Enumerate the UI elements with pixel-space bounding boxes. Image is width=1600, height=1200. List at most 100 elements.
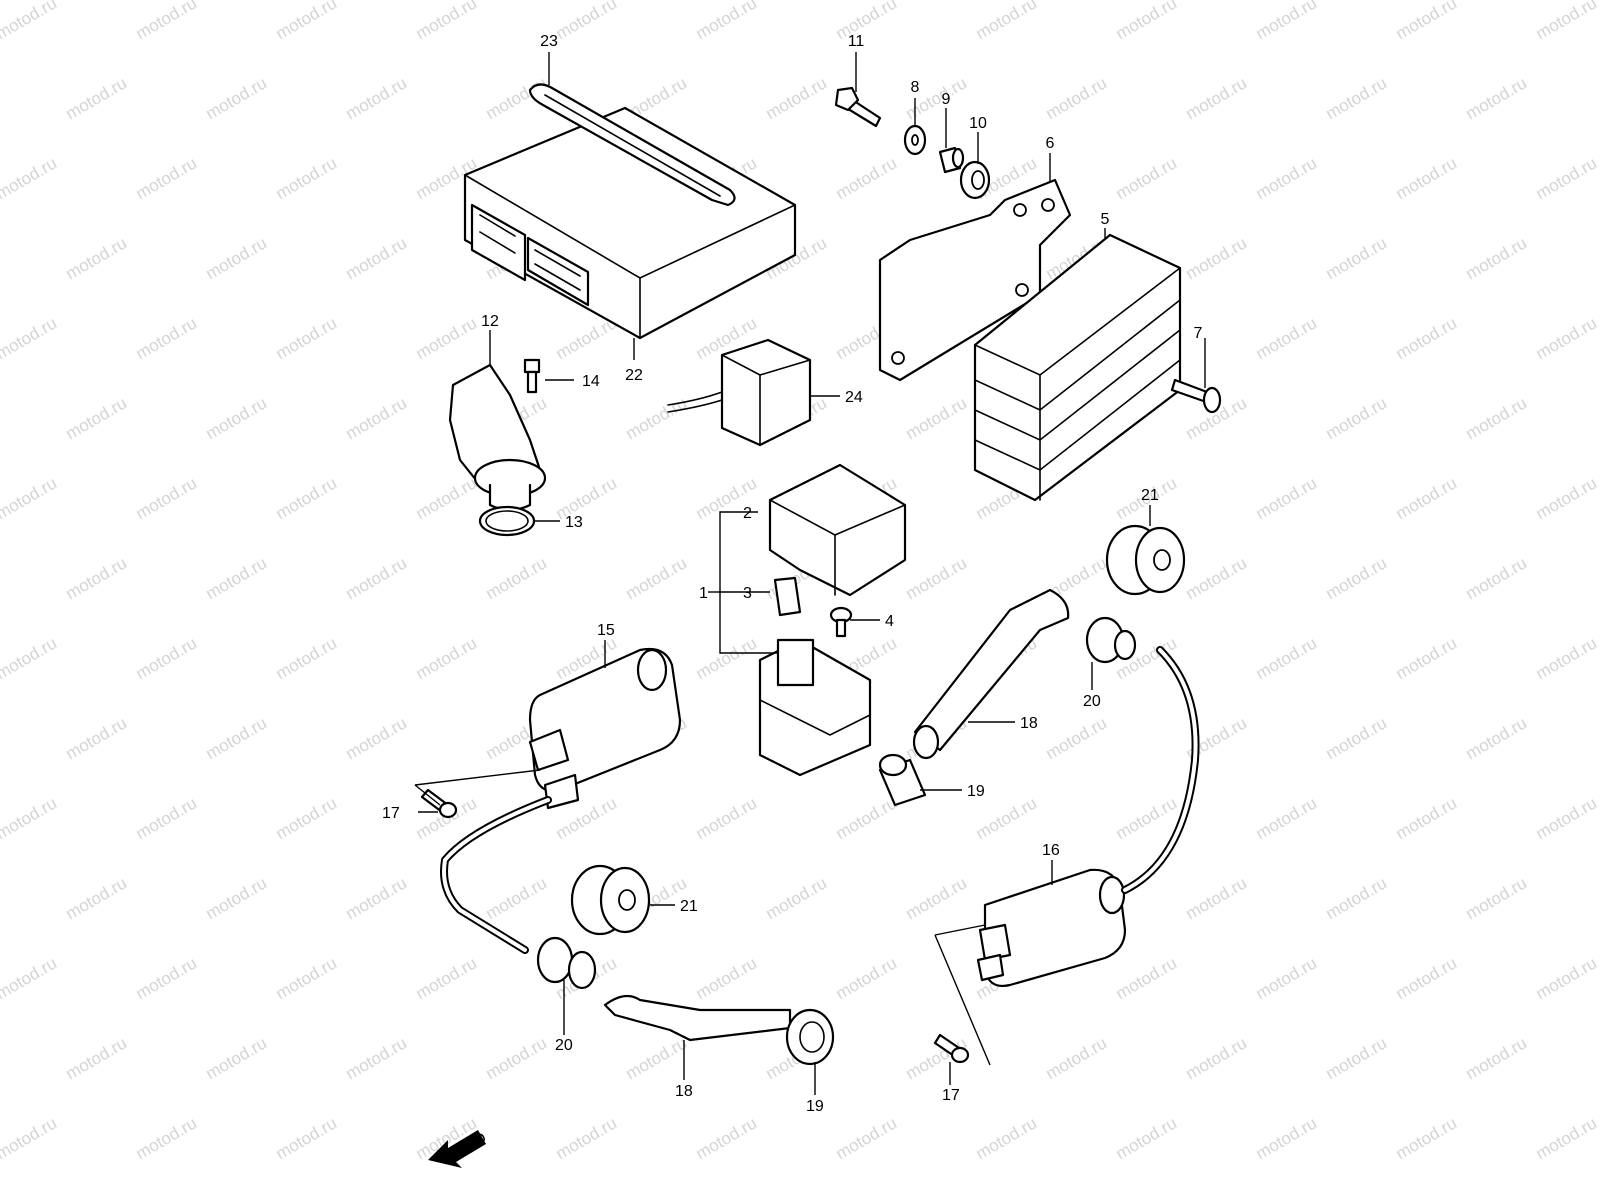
- watermark-text: motod.ru: [833, 153, 901, 203]
- watermark-text: motod.ru: [133, 793, 201, 843]
- ecu-strap: [528, 83, 736, 207]
- watermark-text: motod.ru: [623, 393, 691, 443]
- watermark-text: motod.ru: [1463, 1033, 1531, 1083]
- ignition-coil-front: [528, 647, 682, 810]
- callout-23: 23: [540, 33, 558, 50]
- watermark-text: motod.ru: [1393, 793, 1461, 843]
- bolt-11: [834, 86, 882, 128]
- watermark-text: motod.ru: [1533, 153, 1600, 203]
- watermark-text: motod.ru: [1323, 873, 1391, 923]
- grommet-21-upper: [1105, 524, 1186, 596]
- watermark-text: motod.ru: [133, 953, 201, 1003]
- watermark-text: motod.ru: [973, 1113, 1041, 1163]
- watermark-text: motod.ru: [343, 873, 411, 923]
- watermark-text: motod.ru: [1533, 0, 1600, 43]
- watermark-text: motod.ru: [203, 233, 271, 283]
- watermark-text: motod.ru: [1043, 713, 1111, 763]
- bracket: [878, 178, 1072, 382]
- o-ring: [478, 505, 536, 537]
- callout-11: 11: [848, 33, 865, 50]
- watermark-text: motod.ru: [343, 1033, 411, 1083]
- bolt-17-right-guide: [934, 924, 991, 1066]
- watermark-text: motod.ru: [1253, 1113, 1321, 1163]
- watermark-text: motod.ru: [273, 473, 341, 523]
- cushion-10: [959, 160, 991, 200]
- lead-core-rear: [1123, 648, 1198, 892]
- watermark-text: motod.ru: [903, 393, 971, 443]
- watermark-text: motod.ru: [203, 73, 271, 123]
- callout-15: 15: [597, 622, 615, 639]
- watermark-text: motod.ru: [273, 313, 341, 363]
- relay-24: [667, 338, 812, 447]
- watermark-text: motod.ru: [0, 1113, 60, 1163]
- leader-lines: [418, 52, 1206, 1095]
- watermark-text: motod.ru: [133, 313, 201, 363]
- fuse-box-base: [758, 638, 872, 777]
- watermark-text: motod.ru: [1323, 393, 1391, 443]
- watermark-text: motod.ru: [1533, 473, 1600, 523]
- watermark-text: motod.ru: [1183, 873, 1251, 923]
- ecu-unit: [463, 106, 797, 340]
- watermark-text: motod.ru: [1463, 393, 1531, 443]
- watermark-text: motod.ru: [413, 633, 481, 683]
- watermark-text: motod.ru: [0, 313, 60, 363]
- callout-19-upper: 19: [967, 783, 985, 800]
- watermark-text: motod.ru: [203, 393, 271, 443]
- watermark-text: motod.ru: [1323, 1033, 1391, 1083]
- seal-20-upper: [1085, 616, 1137, 664]
- watermark-text: motod.ru: [1323, 233, 1391, 283]
- bolt-14: [523, 358, 541, 394]
- watermark-text: motod.ru: [0, 0, 60, 43]
- callout-10: 10: [969, 115, 987, 132]
- watermark-text: motod.ru: [623, 553, 691, 603]
- callout-18-lower: 18: [675, 1083, 693, 1100]
- callout-24: 24: [845, 389, 863, 406]
- callout-22: 22: [625, 367, 643, 384]
- watermark-text: motod.ru: [483, 873, 551, 923]
- watermark-text: motod.ru: [413, 473, 481, 523]
- lead-core-front: [442, 798, 550, 952]
- plug-cap-lower: [603, 994, 792, 1042]
- watermark-text: motod.ru: [693, 953, 761, 1003]
- callout-8: 8: [911, 79, 920, 96]
- watermark-text: motod.ru: [693, 1113, 761, 1163]
- watermark-text: motod.ru: [623, 1033, 691, 1083]
- watermark-text: motod.ru: [1323, 713, 1391, 763]
- watermark-text: motod.ru: [1323, 73, 1391, 123]
- regulator-rectifier: [973, 233, 1182, 502]
- callout-7: 7: [1194, 325, 1203, 342]
- watermark-text: motod.ru: [693, 633, 761, 683]
- callout-1: 1: [699, 585, 708, 602]
- callout-19-lower: 19: [806, 1098, 824, 1115]
- watermark-text: motod.ru: [343, 713, 411, 763]
- watermark-text: motod.ru: [1043, 1033, 1111, 1083]
- watermark-text: motod.ru: [343, 553, 411, 603]
- callout-20-upper: 20: [1083, 693, 1101, 710]
- watermark-text: motod.ru: [553, 1113, 621, 1163]
- watermark-text: motod.ru: [343, 73, 411, 123]
- watermark-text: motod.ru: [1253, 953, 1321, 1003]
- watermark-text: motod.ru: [693, 793, 761, 843]
- washer-8: [903, 124, 927, 156]
- watermark-text: motod.ru: [1393, 0, 1461, 43]
- watermark-text: motod.ru: [1533, 953, 1600, 1003]
- watermark-text: motod.ru: [273, 953, 341, 1003]
- callout-2: 2: [743, 505, 752, 522]
- watermark-text: motod.ru: [1533, 1113, 1600, 1163]
- watermark-text: motod.ru: [0, 953, 60, 1003]
- seal-20-lower: [536, 936, 597, 990]
- watermark-text: motod.ru: [1183, 1033, 1251, 1083]
- watermark-text: motod.ru: [1323, 553, 1391, 603]
- watermark-text: motod.ru: [483, 1033, 551, 1083]
- callout-6: 6: [1046, 135, 1055, 152]
- watermark-text: motod.ru: [1393, 153, 1461, 203]
- callout-5: 5: [1101, 211, 1110, 228]
- watermark-text: motod.ru: [1113, 953, 1181, 1003]
- watermark-text: motod.ru: [1113, 0, 1181, 43]
- watermark-text: motod.ru: [0, 473, 60, 523]
- watermark-text: motod.ru: [203, 873, 271, 923]
- watermark-text: motod.ru: [763, 873, 831, 923]
- fuse-box-cover: [768, 463, 907, 597]
- callout-12: 12: [481, 313, 499, 330]
- watermark-text: motod.ru: [1183, 73, 1251, 123]
